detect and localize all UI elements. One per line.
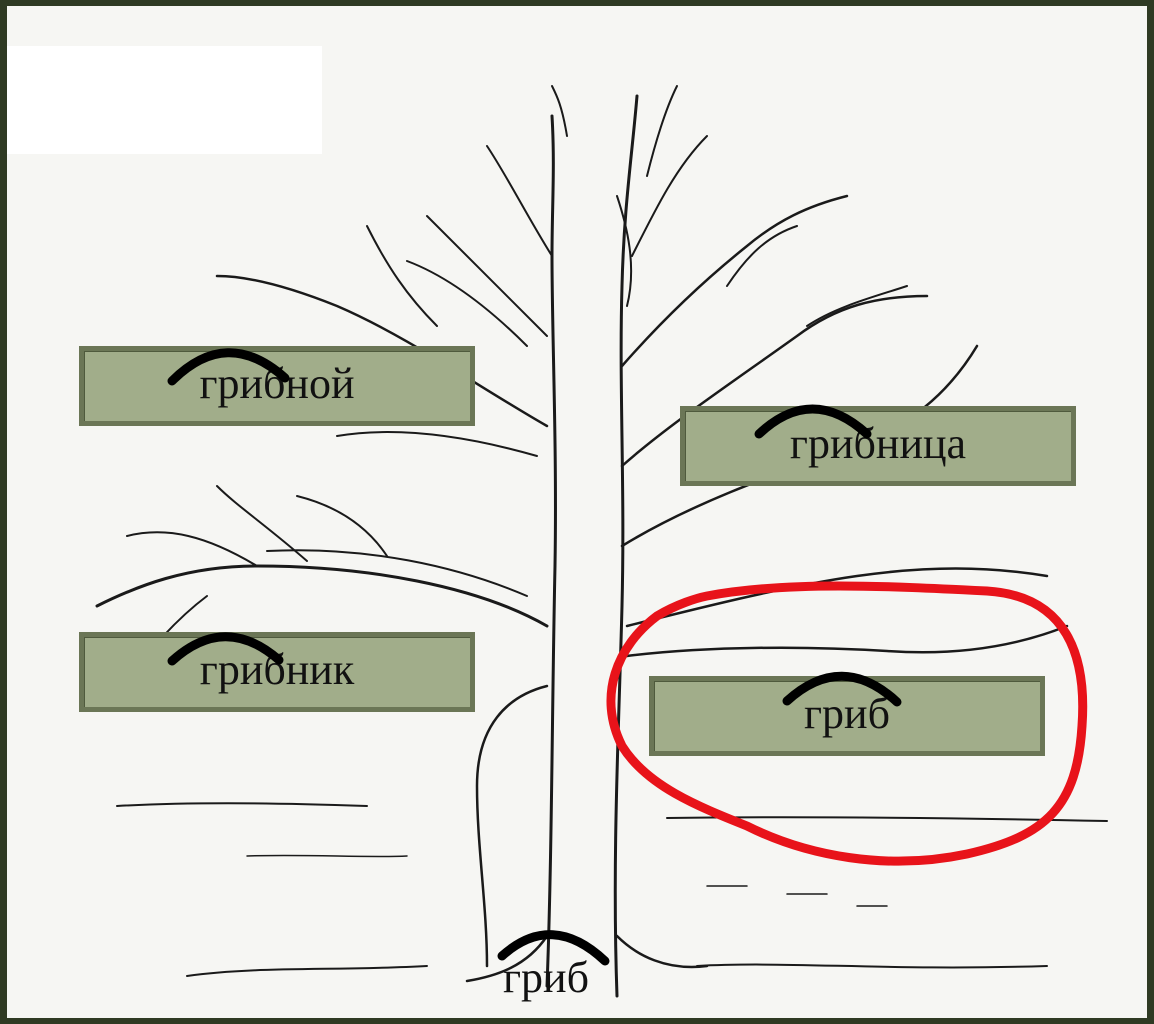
blank-patch: [7, 46, 322, 154]
word-gribnik: грибник: [199, 645, 355, 694]
slide-canvas: грибной грибница грибник гриб гриб: [7, 6, 1147, 1018]
trunk-left: [545, 114, 557, 988]
word-gribnoy: грибной: [199, 359, 355, 408]
root-word-grib: гриб: [503, 953, 589, 1002]
word-box-grib[interactable]: гриб: [649, 676, 1045, 756]
word-grib: гриб: [804, 689, 890, 738]
word-box-gribnitsa[interactable]: грибница: [680, 406, 1076, 486]
word-box-gribnoy[interactable]: грибной: [79, 346, 475, 426]
word-box-gribnik[interactable]: грибник: [79, 632, 475, 712]
word-gribnitsa: грибница: [789, 419, 967, 468]
tree-drawing: [95, 85, 1108, 998]
